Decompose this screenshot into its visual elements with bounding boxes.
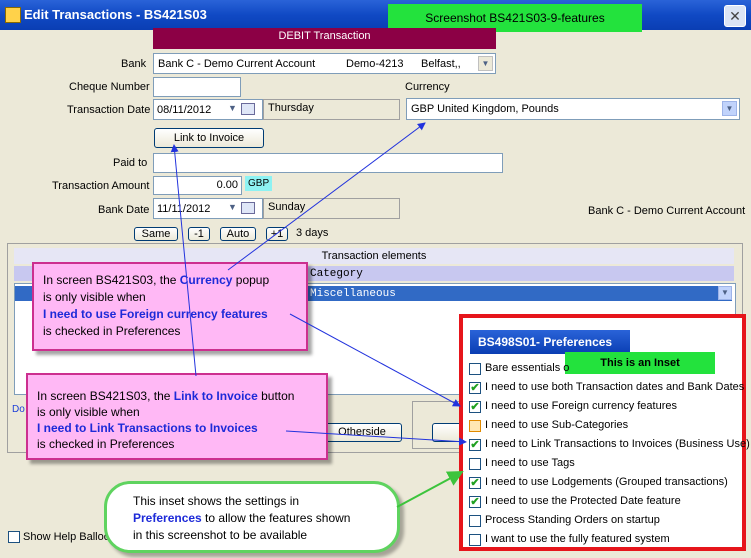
dropdown-arrow-icon[interactable]: ▼ bbox=[228, 202, 237, 212]
category-column-header: Category bbox=[310, 268, 363, 280]
grid-scrollbar[interactable]: ▼ bbox=[718, 286, 732, 300]
cheque-number-input[interactable] bbox=[153, 77, 241, 97]
bank-code: Demo-4213 bbox=[346, 58, 404, 70]
bank-date-value: 11/11/2012 bbox=[157, 203, 211, 215]
inset-badge: This is an Inset bbox=[565, 352, 715, 374]
callout-highlight: I need to use Foreign currency features bbox=[43, 307, 268, 321]
callout-line: This inset shows the settings in bbox=[133, 494, 300, 508]
chevron-down-icon[interactable]: ▼ bbox=[722, 101, 737, 116]
auto-button[interactable]: Auto bbox=[220, 227, 256, 241]
help-balloons-checkbox[interactable] bbox=[8, 531, 20, 543]
cheque-label: Cheque Number bbox=[69, 81, 150, 93]
preferences-inset: BS498S01- Preferences This is an Inset B… bbox=[459, 314, 750, 551]
preference-label: Bare essentials o bbox=[485, 362, 570, 374]
amount-currency-badge: GBP bbox=[245, 176, 273, 191]
calendar-icon[interactable] bbox=[241, 202, 255, 214]
transaction-date-input[interactable]: 08/11/2012 ▼ bbox=[153, 99, 263, 120]
help-balloons-label: Show Help Balloo bbox=[23, 531, 110, 543]
currency-select[interactable]: GBP United Kingdom, Pounds ▼ bbox=[406, 98, 740, 120]
callout-line: is only visible when bbox=[43, 290, 146, 304]
bank-date-label: Bank Date bbox=[98, 204, 150, 216]
preference-label: I need to use Lodgements (Grouped transa… bbox=[485, 476, 728, 488]
preference-checkbox[interactable] bbox=[469, 534, 481, 546]
paid-to-input[interactable] bbox=[153, 153, 503, 173]
currency-label: Currency bbox=[405, 81, 450, 93]
preference-checkbox[interactable] bbox=[469, 420, 481, 432]
transaction-amount-input[interactable]: 0.00 bbox=[153, 176, 242, 195]
preference-checkbox[interactable]: ✔ bbox=[469, 496, 481, 508]
preference-label: I want to use the fully featured system bbox=[485, 533, 670, 545]
bank-account-note: Bank C - Demo Current Account bbox=[588, 205, 746, 217]
plus-one-button[interactable]: +1 bbox=[266, 227, 288, 241]
paid-to-label: Paid to bbox=[113, 157, 148, 169]
bank-day: Sunday bbox=[263, 198, 400, 219]
callout-line: in this screenshot to be available bbox=[133, 528, 308, 542]
currency-value: GBP United Kingdom, Pounds bbox=[411, 103, 559, 115]
otherside-button[interactable]: Otherside bbox=[322, 423, 402, 442]
transaction-date-value: 08/11/2012 bbox=[157, 104, 212, 116]
inset-note-callout: This inset shows the settings in Prefere… bbox=[104, 481, 400, 553]
same-button[interactable]: Same bbox=[134, 227, 178, 241]
calendar-icon[interactable] bbox=[241, 103, 255, 115]
preference-checkbox[interactable]: ✔ bbox=[469, 401, 481, 413]
preference-label: I need to use the Protected Date feature bbox=[485, 495, 681, 507]
preference-label: I need to use Sub-Categories bbox=[485, 419, 629, 431]
preference-checkbox[interactable] bbox=[469, 363, 481, 375]
days-difference: 3 days bbox=[296, 227, 329, 239]
transaction-date-label: Transaction Date bbox=[67, 104, 151, 116]
currency-callout: In screen BS421S03, the Currency popup i… bbox=[32, 262, 308, 351]
bank-city: Belfast,, bbox=[421, 58, 461, 70]
close-button[interactable]: ✕ bbox=[724, 5, 746, 27]
callout-line: In screen BS421S03, the Link to Invoice … bbox=[37, 389, 295, 403]
preference-checkbox[interactable] bbox=[469, 515, 481, 527]
transaction-day: Thursday bbox=[263, 99, 400, 120]
dropdown-arrow-icon[interactable]: ▼ bbox=[228, 103, 237, 113]
minus-one-button[interactable]: -1 bbox=[188, 227, 210, 241]
bank-select[interactable]: Bank C - Demo Current Account Demo-4213 … bbox=[153, 53, 496, 74]
preference-label: Process Standing Orders on startup bbox=[485, 514, 660, 526]
preference-label: I need to Link Transactions to Invoices … bbox=[485, 438, 750, 450]
callout-line: is checked in Preferences bbox=[43, 324, 181, 338]
callout-line: Preferences to allow the features shown bbox=[133, 511, 351, 525]
callout-line: is only visible when bbox=[37, 405, 140, 419]
invoice-callout: In screen BS421S03, the Link to Invoice … bbox=[26, 373, 328, 460]
callout-line: is checked in Preferences bbox=[37, 437, 175, 451]
preference-label: I need to use Foreign currency features bbox=[485, 400, 677, 412]
screenshot-label: Screenshot BS421S03-9-features bbox=[388, 4, 642, 32]
app-icon bbox=[5, 7, 21, 23]
callout-line: In screen BS421S03, the Currency popup bbox=[43, 273, 270, 287]
transaction-amount-label: Transaction Amount bbox=[52, 180, 150, 192]
hidden-action-button[interactable] bbox=[432, 423, 462, 442]
bank-label: Bank bbox=[121, 58, 147, 70]
category-cell: Miscellaneous bbox=[310, 288, 396, 300]
window-title: Edit Transactions - BS421S03 bbox=[24, 7, 207, 22]
transaction-type-banner: DEBIT Transaction bbox=[153, 28, 496, 49]
preference-checkbox[interactable]: ✔ bbox=[469, 439, 481, 451]
bank-name: Bank C - Demo Current Account bbox=[158, 58, 316, 70]
preference-checkbox[interactable]: ✔ bbox=[469, 477, 481, 489]
inset-title: BS498S01- Preferences bbox=[470, 330, 630, 354]
preference-checkbox[interactable]: ✔ bbox=[469, 382, 481, 394]
preference-label: I need to use Tags bbox=[485, 457, 575, 469]
bank-date-input[interactable]: 11/11/2012 ▼ bbox=[153, 198, 263, 219]
chevron-down-icon[interactable]: ▼ bbox=[478, 56, 493, 71]
link-to-invoice-button[interactable]: Link to Invoice bbox=[154, 128, 264, 148]
preference-label: I need to use both Transaction dates and… bbox=[485, 381, 745, 393]
preference-checkbox[interactable] bbox=[469, 458, 481, 470]
doc-link[interactable]: Do bbox=[12, 404, 25, 415]
callout-highlight: I need to Link Transactions to Invoices bbox=[37, 421, 258, 435]
